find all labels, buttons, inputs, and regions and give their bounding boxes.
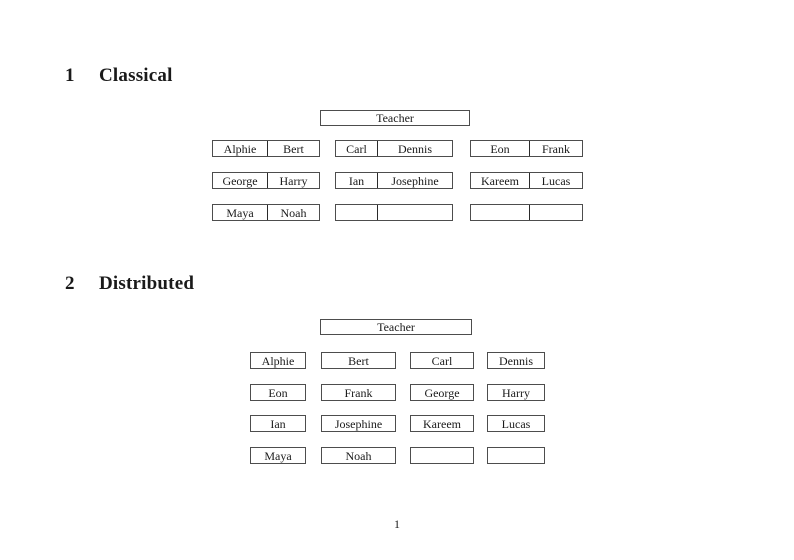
seat-box: Alphie [250,352,306,369]
seat-label: Harry [502,385,530,400]
seat-label: Dennis [499,353,533,368]
seat-left: Kareem [471,173,530,188]
seat-label: Ian [270,416,286,431]
seat-box: Bert [321,352,396,369]
desk [335,204,453,221]
seat-right: Noah [280,205,307,220]
section-title: Classical [99,65,173,86]
seat-right [530,205,582,220]
seat-box: Eon [250,384,306,401]
seat-right: Lucas [541,173,571,188]
section-number: 1 [65,65,75,86]
seat-box [410,447,474,464]
section-heading-distributed: 2 Distributed [65,274,194,293]
desk: Eon Frank [470,140,583,157]
seat-left: Eon [471,141,530,156]
teacher-label: Teacher [376,111,414,125]
seat-left [336,205,378,220]
seat-right: Dennis [398,141,432,156]
desk: Kareem Lucas [470,172,583,189]
section-number: 2 [65,273,75,294]
seat-box: Ian [250,415,306,432]
page-number: 1 [394,517,400,531]
seat-label: Alphie [261,353,295,368]
seat-label: Carl [431,353,453,368]
section-title: Distributed [99,273,195,294]
seat-right: Josephine [391,173,439,188]
seat-left: Carl [336,141,378,156]
desk: Ian Josephine [335,172,453,189]
seat-box: George [410,384,474,401]
seat-left: George [213,173,268,188]
teacher-box: Teacher [320,110,470,126]
seat-box: Kareem [410,415,474,432]
seat-box: Maya [250,447,306,464]
seat-label: George [424,385,460,400]
seat-label: Bert [348,353,369,368]
desk: Maya Noah [212,204,320,221]
seat-label: Josephine [334,416,383,431]
seat-label: Kareem [423,416,461,431]
seat-label: Lucas [501,416,531,431]
teacher-label: Teacher [377,320,415,334]
seat-left: Ian [336,173,378,188]
seat-right: Frank [542,141,570,156]
seat-label: Maya [264,448,292,463]
desk [470,204,583,221]
desk: Alphie Bert [212,140,320,157]
seat-box: Frank [321,384,396,401]
seat-right: Harry [279,173,308,188]
seat-label: Frank [344,385,373,400]
seat-right [378,205,452,220]
desk: Carl Dennis [335,140,453,157]
seat-box: Lucas [487,415,545,432]
seat-box: Carl [410,352,474,369]
seat-box: Noah [321,447,396,464]
seat-left [471,205,530,220]
seat-label: Eon [268,385,288,400]
seat-box [487,447,545,464]
desk: George Harry [212,172,320,189]
seat-right: Bert [283,141,304,156]
seat-box: Josephine [321,415,396,432]
seat-left: Alphie [213,141,268,156]
seat-box: Harry [487,384,545,401]
seat-box: Dennis [487,352,545,369]
seat-label: Noah [345,448,372,463]
teacher-box: Teacher [320,319,472,335]
section-heading-classical: 1 Classical [65,66,173,85]
seat-left: Maya [213,205,268,220]
